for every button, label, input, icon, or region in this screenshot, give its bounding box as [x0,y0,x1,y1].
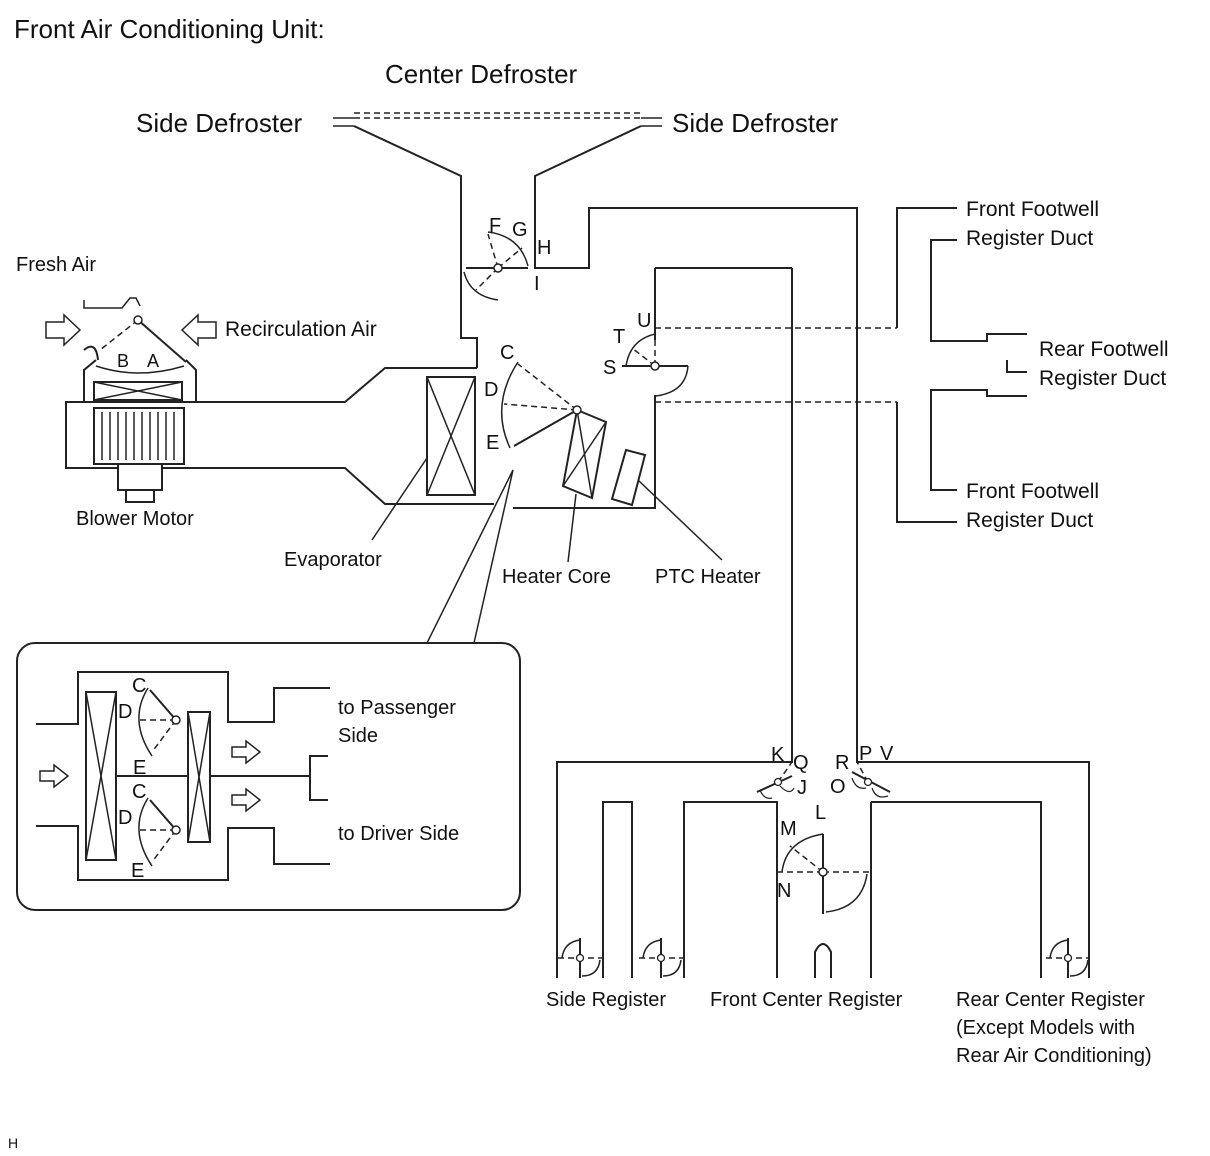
inset-driver-label: to Driver Side [338,823,459,845]
footwell-duct-connectors [896,207,1027,523]
driver-flow-arrow-icon [231,787,262,813]
air-mix-damper [500,361,582,449]
front-footwell-top-label-1: Front Footwell [966,198,1099,221]
damper-letter-h: H [537,237,551,259]
fresh-air-label: Fresh Air [16,254,96,276]
inset-passenger-label-2: Side [338,725,378,747]
heater-core-element [561,408,608,563]
side-register-left-vane-icon [558,938,602,978]
inset-letter-c-bottom: C [132,781,146,803]
damper-letter-s: S [603,357,616,379]
inset-detail [16,642,521,911]
blower-motor-label: Blower Motor [76,508,194,530]
main-housing [65,267,897,737]
damper-letter-l: L [815,802,826,824]
side-defroster-right-label: Side Defroster [672,108,839,138]
damper-letter-g: G [512,219,528,241]
side-register-label: Side Register [546,989,666,1011]
front-footwell-top-label-2: Register Duct [966,227,1093,250]
damper-letter-q: Q [793,752,809,774]
damper-letter-k: K [771,744,785,766]
damper-letter-o: O [830,776,846,798]
footer-code: H [8,1135,18,1151]
diagram-title: Front Air Conditioning Unit: [14,14,325,44]
rear-center-register-label-2: (Except Models with [956,1017,1135,1039]
foot-damper [622,330,689,397]
front-center-register-label: Front Center Register [710,989,903,1011]
register-ducts [556,727,1090,978]
ptc-heater-element [610,448,723,561]
damper-letter-m: M [780,818,797,840]
inset-letter-e-bottom: E [131,860,144,882]
recirculation-air-label: Recirculation Air [225,318,377,341]
damper-letter-f: F [489,215,501,237]
damper-letter-u: U [637,310,651,332]
damper-lmn [777,833,871,914]
rear-footwell-label-2: Register Duct [1039,367,1166,390]
front-footwell-bottom-label-1: Front Footwell [966,480,1099,503]
evaporator-label: Evaporator [284,549,382,571]
damper-letter-j: J [797,777,807,799]
inset-letter-c-top: C [132,675,146,697]
front-footwell-bottom-label-2: Register Duct [966,509,1093,532]
damper-letter-b: B [117,351,129,371]
damper-letter-r: R [835,752,849,774]
rear-footwell-label-1: Rear Footwell [1039,338,1169,361]
evaporator-core [371,376,476,541]
defroster-damper [463,231,529,301]
center-defroster-label: Center Defroster [385,59,578,89]
rear-center-register-vane-icon [1046,938,1090,978]
side-defroster-left-label: Side Defroster [136,108,303,138]
blower-fan-fins [101,412,175,460]
inlet-arrow-icon [39,763,70,789]
damper-letter-p: P [859,743,872,765]
inset-letter-e-top: E [133,757,146,779]
blower-unit [45,297,217,503]
rear-center-register-label-3: Rear Air Conditioning) [956,1045,1152,1067]
damper-letter-c: C [500,342,514,364]
damper-rpvo [851,761,891,798]
inset-passenger-label-1: to Passenger [338,697,456,719]
damper-letter-i: I [534,273,540,295]
damper-letter-n: N [777,880,791,902]
passenger-flow-arrow-icon [231,739,262,765]
damper-letter-d: D [484,379,498,401]
recirculation-air-arrow-icon [180,313,217,347]
damper-kqj [756,761,795,799]
damper-letter-v: V [880,743,894,765]
ptc-heater-label: PTC Heater [655,566,761,588]
damper-letter-t: T [613,326,625,348]
rear-center-register-label-1: Rear Center Register [956,989,1145,1011]
inset-letter-d-top: D [118,701,132,723]
defroster-duct [333,112,858,727]
side-register-right-vane-icon [639,938,683,978]
damper-letter-e: E [486,432,499,454]
heater-core-label: Heater Core [502,566,611,588]
damper-letter-a: A [147,351,159,371]
fresh-air-arrow-icon [45,313,82,347]
inset-letter-d-bottom: D [118,807,132,829]
